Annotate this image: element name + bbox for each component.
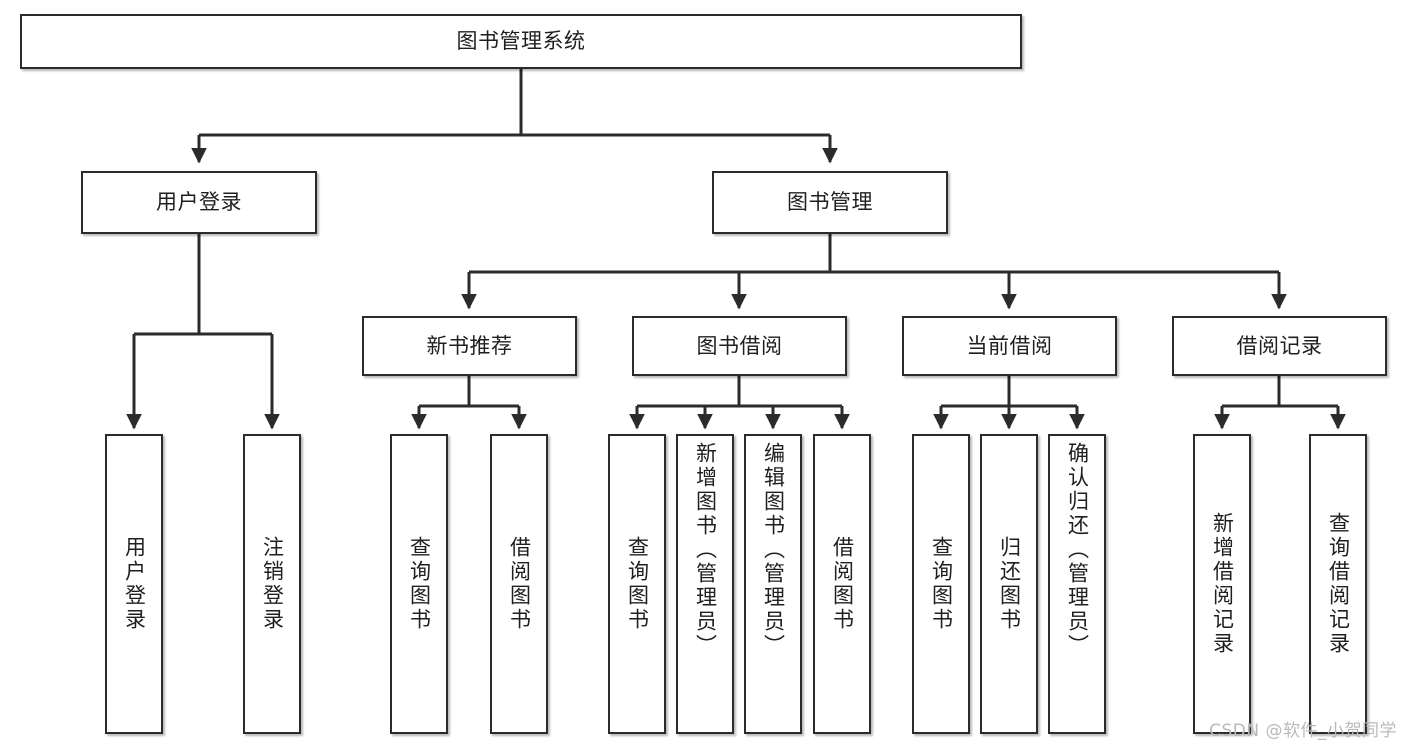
node-leaf-query-book-3-label: 查询图书 [929, 536, 954, 632]
node-book-manage-label: 图书管理 [787, 190, 873, 215]
node-leaf-query-book-2-label: 查询图书 [625, 536, 650, 632]
watermark: CSDN @软件_小贺同学 [1209, 721, 1397, 741]
node-user-login[interactable]: 用户登录 [81, 171, 317, 234]
node-leaf-edit-book[interactable]: 编辑图书（管理员） [744, 434, 802, 734]
node-leaf-query-book-3[interactable]: 查询图书 [912, 434, 970, 734]
node-root[interactable]: 图书管理系统 [20, 14, 1022, 69]
node-new-book-rec[interactable]: 新书推荐 [362, 316, 577, 376]
node-leaf-add-record[interactable]: 新增借阅记录 [1193, 434, 1251, 734]
node-leaf-add-book-label: 新增图书（管理员） [693, 442, 718, 658]
node-book-borrow-label: 图书借阅 [696, 333, 783, 358]
node-leaf-borrow-book-1-label: 借阅图书 [507, 536, 532, 632]
node-current-borrow-label: 当前借阅 [966, 333, 1053, 358]
node-leaf-confirm-return[interactable]: 确认归还（管理员） [1048, 434, 1106, 734]
node-borrow-record-label: 借阅记录 [1236, 333, 1323, 358]
node-leaf-user-login[interactable]: 用户登录 [105, 434, 163, 734]
node-leaf-user-login-label: 用户登录 [122, 536, 147, 632]
node-borrow-record[interactable]: 借阅记录 [1172, 316, 1387, 376]
node-leaf-logout-login-label: 注销登录 [260, 536, 285, 632]
node-user-login-label: 用户登录 [156, 190, 242, 215]
node-leaf-add-book[interactable]: 新增图书（管理员） [676, 434, 734, 734]
node-leaf-confirm-return-label: 确认归还（管理员） [1065, 442, 1090, 658]
node-leaf-return-book-label: 归还图书 [997, 536, 1022, 632]
node-leaf-query-book-2[interactable]: 查询图书 [608, 434, 666, 734]
node-leaf-query-book-1-label: 查询图书 [407, 536, 432, 632]
node-leaf-borrow-book-2-label: 借阅图书 [830, 536, 855, 632]
node-leaf-edit-book-label: 编辑图书（管理员） [761, 442, 786, 658]
node-leaf-borrow-book-1[interactable]: 借阅图书 [490, 434, 548, 734]
node-current-borrow[interactable]: 当前借阅 [902, 316, 1117, 376]
node-leaf-query-record-label: 查询借阅记录 [1326, 512, 1351, 656]
node-leaf-logout-login[interactable]: 注销登录 [243, 434, 301, 734]
node-leaf-query-book-1[interactable]: 查询图书 [390, 434, 448, 734]
node-new-book-rec-label: 新书推荐 [426, 333, 513, 358]
node-book-manage[interactable]: 图书管理 [712, 171, 948, 234]
node-root-label: 图书管理系统 [456, 29, 586, 54]
node-leaf-borrow-book-2[interactable]: 借阅图书 [813, 434, 871, 734]
node-book-borrow[interactable]: 图书借阅 [632, 316, 847, 376]
node-leaf-query-record[interactable]: 查询借阅记录 [1309, 434, 1367, 734]
node-leaf-add-record-label: 新增借阅记录 [1210, 512, 1235, 656]
node-leaf-return-book[interactable]: 归还图书 [980, 434, 1038, 734]
